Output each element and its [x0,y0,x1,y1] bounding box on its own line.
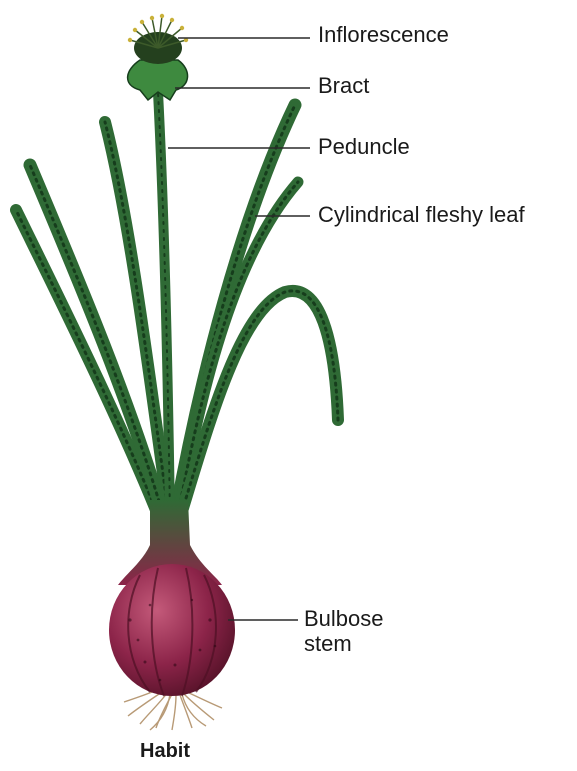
label-peduncle: Peduncle [318,134,410,159]
cylindrical-fleshy-leaves [16,92,338,520]
label-bract: Bract [318,73,369,98]
label-cylindrical-fleshy-leaf: Cylindrical fleshy leaf [318,202,525,227]
figure-caption: Habit [140,740,190,763]
inflorescence [128,14,188,64]
leaf [16,210,160,520]
label-bulbose-line: Bulbose [304,606,384,631]
label-bulbose-stem: Bulbose stem [304,606,384,657]
label-stem-line: stem [304,631,384,656]
label-inflorescence: Inflorescence [318,22,449,47]
